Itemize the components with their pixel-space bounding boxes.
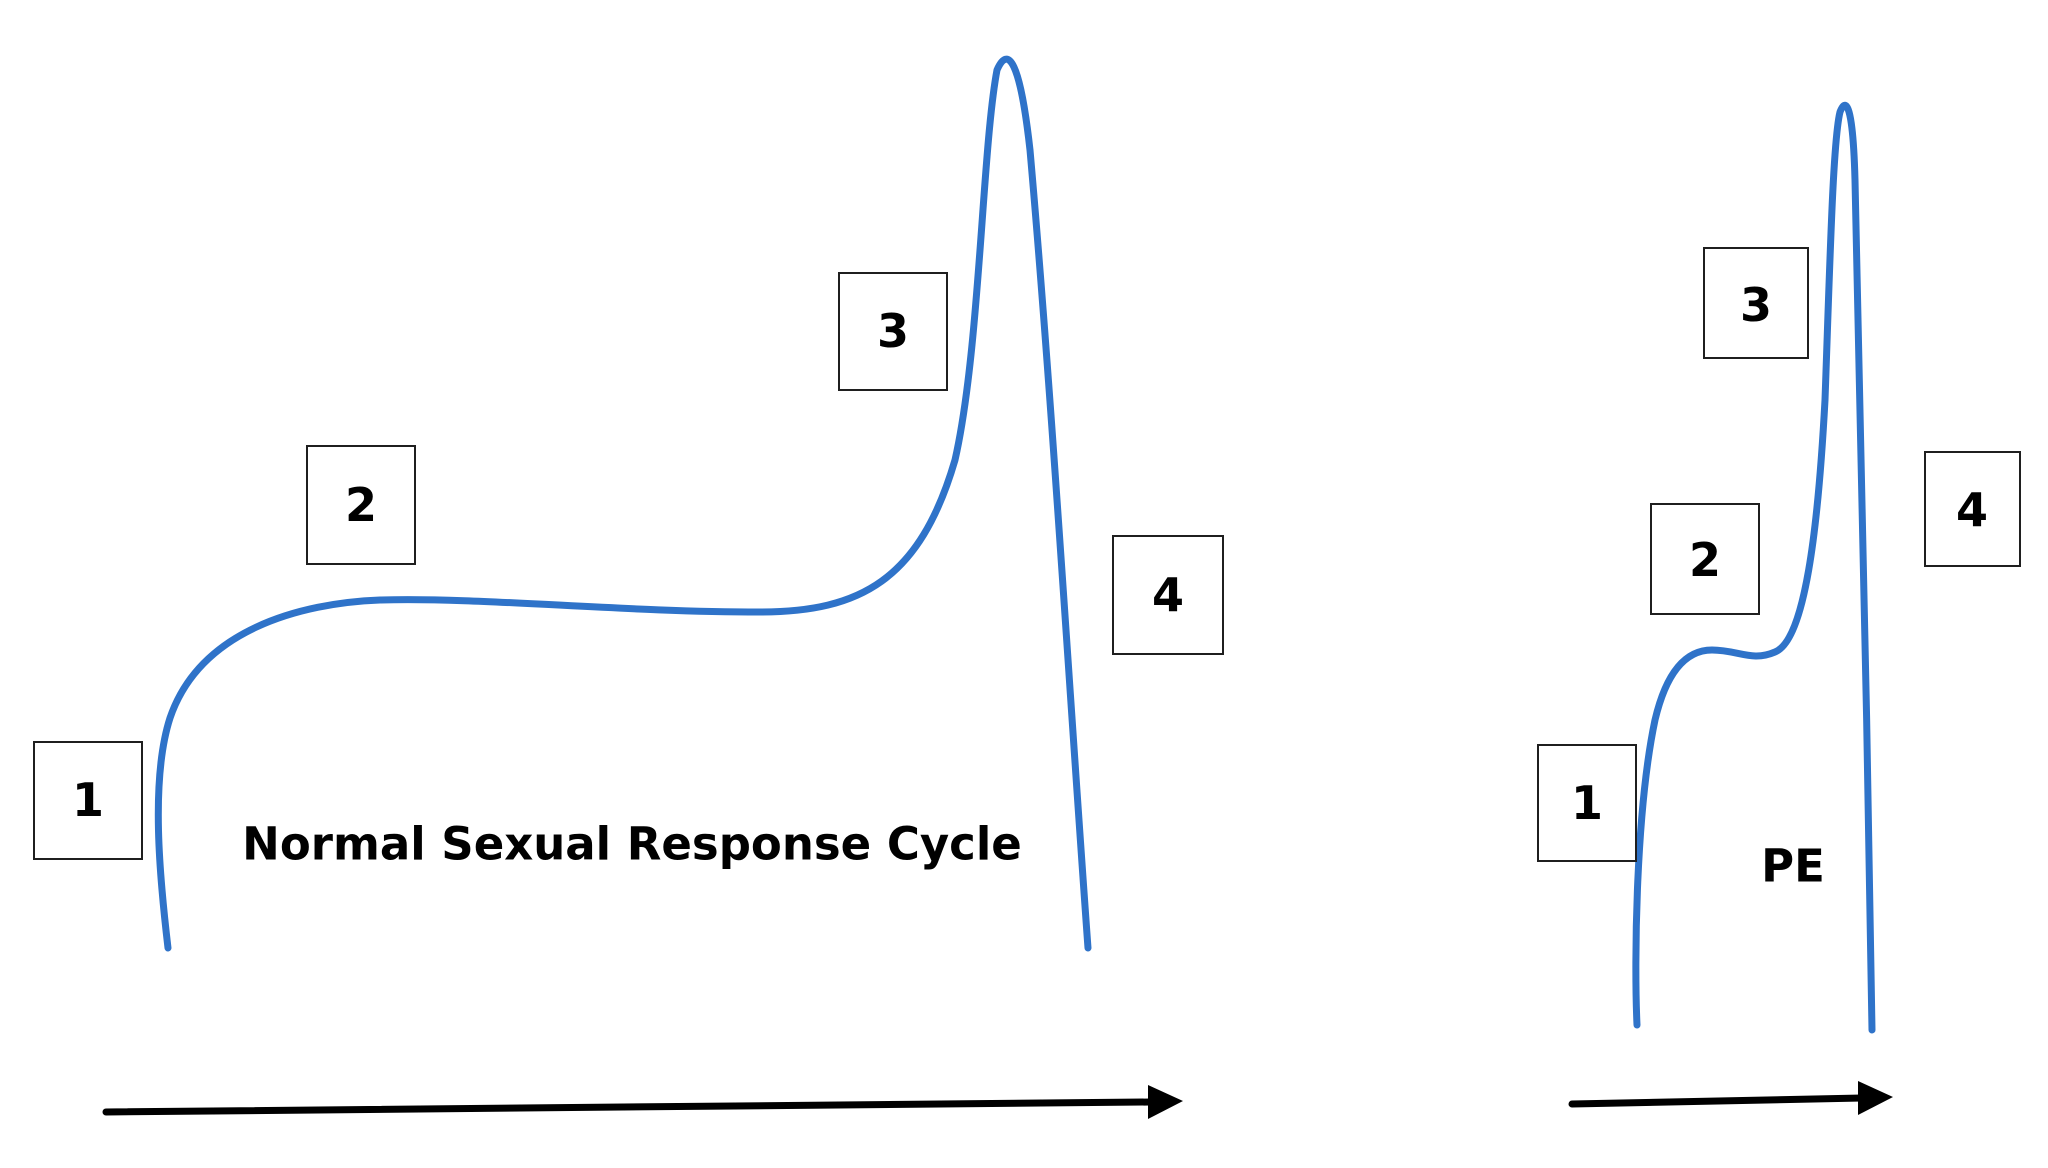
normal-phase-label-2: 2 (345, 478, 377, 532)
pe-time-arrow (1568, 1081, 1893, 1115)
normal-phase-box-1: 1 (33, 741, 143, 860)
normal-cycle-caption: Normal Sexual Response Cycle (242, 818, 1022, 871)
normal-phase-box-2: 2 (306, 445, 416, 565)
pe-phase-label-1: 1 (1571, 776, 1603, 830)
normal-cycle-panel: 1 2 3 4 Normal Sexual Response Cycle (33, 55, 1224, 1119)
pe-phase-box-1: 1 (1537, 744, 1637, 862)
pe-phase-box-3: 3 (1703, 247, 1809, 359)
normal-phase-label-1: 1 (72, 773, 104, 827)
pe-phase-box-2: 2 (1650, 503, 1760, 615)
normal-phase-label-4: 4 (1152, 568, 1184, 622)
pe-cycle-panel: 1 2 3 4 PE (1537, 101, 2021, 1115)
pe-phase-label-4: 4 (1956, 483, 1988, 537)
normal-phase-label-3: 3 (877, 304, 909, 358)
normal-phase-box-4: 4 (1112, 535, 1224, 655)
normal-phase-box-3: 3 (838, 272, 948, 391)
pe-response-curve (1632, 101, 1876, 1034)
normal-response-curve (154, 55, 1092, 952)
pe-cycle-caption: PE (1761, 840, 1825, 893)
pe-phase-label-2: 2 (1689, 533, 1721, 587)
normal-time-arrow (102, 1085, 1183, 1119)
pe-phase-label-3: 3 (1740, 278, 1772, 332)
pe-phase-box-4: 4 (1924, 451, 2021, 567)
